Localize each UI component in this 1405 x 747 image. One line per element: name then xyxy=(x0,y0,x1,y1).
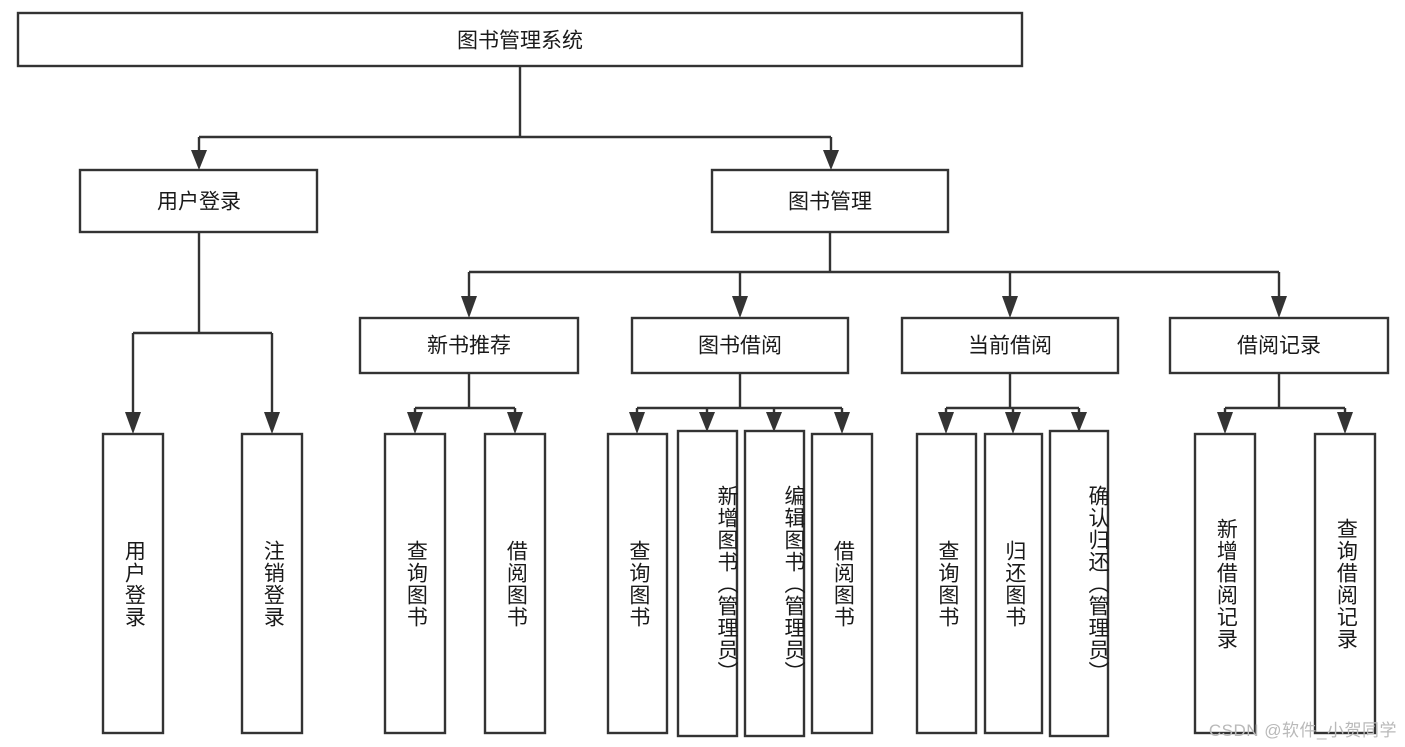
current-borrow-box[interactable] xyxy=(900,316,1120,375)
root-label: 图书管理系统 xyxy=(457,30,583,53)
arrow-head-icon xyxy=(461,296,477,318)
csdn-watermark: CSDN @软件_小贺同学 xyxy=(1208,721,1397,740)
arrow-head-icon xyxy=(766,412,782,432)
new-book-recommend-box[interactable] xyxy=(358,316,580,375)
new-book-recommend-label: 新书推荐 xyxy=(427,335,511,358)
node-borrow-record[interactable]: 借阅记录 xyxy=(1168,316,1390,375)
arrow-head-icon xyxy=(938,412,954,434)
arrow-head-icon xyxy=(629,412,645,434)
node-book-manage[interactable]: 图书管理 xyxy=(710,168,950,234)
arrow-head-icon xyxy=(1271,296,1287,318)
leaf-box-logout[interactable] xyxy=(240,432,304,735)
arrow-head-icon xyxy=(1337,412,1353,434)
node-new-book-recommend[interactable]: 新书推荐 xyxy=(358,316,580,375)
borrow-record-box[interactable] xyxy=(1168,316,1390,375)
node-user-login[interactable]: 用户登录 xyxy=(78,168,319,234)
leaf-box-query-book-cur[interactable] xyxy=(915,432,978,735)
node-book-borrow[interactable]: 图书借阅 xyxy=(630,316,850,375)
arrow-head-icon xyxy=(1005,412,1021,434)
borrow-record-label: 借阅记录 xyxy=(1237,335,1321,358)
arrow-head-icon xyxy=(732,296,748,318)
arrow-head-icon xyxy=(407,412,423,434)
book-borrow-box[interactable] xyxy=(630,316,850,375)
leaf-box-query-book-bor[interactable] xyxy=(606,432,669,735)
leaf-box-return-book[interactable] xyxy=(983,432,1044,735)
leaf-boxes-group xyxy=(101,429,1377,738)
arrow-head-icon xyxy=(1071,412,1087,432)
node-current-borrow[interactable]: 当前借阅 xyxy=(900,316,1120,375)
current-borrow-label: 当前借阅 xyxy=(968,335,1052,358)
leaf-box-add-book[interactable] xyxy=(676,429,739,738)
connector-root-to-level2 xyxy=(191,66,839,170)
connector-newbook-to-leaves xyxy=(407,373,523,434)
arrow-head-icon xyxy=(125,412,141,434)
node-root[interactable]: 图书管理系统 xyxy=(16,11,1024,68)
leaf-box-query-book-rec[interactable] xyxy=(383,432,447,735)
root-box[interactable] xyxy=(16,11,1024,68)
connector-bookborrow-to-leaves xyxy=(629,373,850,434)
leaf-box-query-borrow-rec[interactable] xyxy=(1313,432,1377,735)
book-manage-box[interactable] xyxy=(710,168,950,234)
leaf-box-confirm-return[interactable] xyxy=(1048,429,1110,738)
book-borrow-label: 图书借阅 xyxy=(698,335,782,358)
connector-borrowrecord-to-leaves xyxy=(1217,373,1353,434)
connector-userlogin-to-leaves xyxy=(125,232,280,434)
arrow-head-icon xyxy=(264,412,280,434)
arrow-head-icon xyxy=(507,412,523,434)
user-login-label: 用户登录 xyxy=(157,191,241,214)
arrow-head-icon xyxy=(191,150,207,170)
leaf-box-borrow-book-rec[interactable] xyxy=(483,432,547,735)
leaf-box-add-borrow-rec[interactable] xyxy=(1193,432,1257,735)
leaf-box-edit-book[interactable] xyxy=(743,429,806,738)
arrow-head-icon xyxy=(1002,296,1018,318)
connector-currentborrow-to-leaves xyxy=(938,373,1087,434)
arrow-head-icon xyxy=(1217,412,1233,434)
book-manage-label: 图书管理 xyxy=(788,191,872,214)
arrow-head-icon xyxy=(699,412,715,432)
leaf-box-user-login[interactable] xyxy=(101,432,165,735)
arrow-head-icon xyxy=(834,412,850,434)
arrow-head-icon xyxy=(823,150,839,170)
connector-bookmanage-to-level3 xyxy=(461,232,1287,318)
leaf-box-borrow-book-bor[interactable] xyxy=(810,432,874,735)
